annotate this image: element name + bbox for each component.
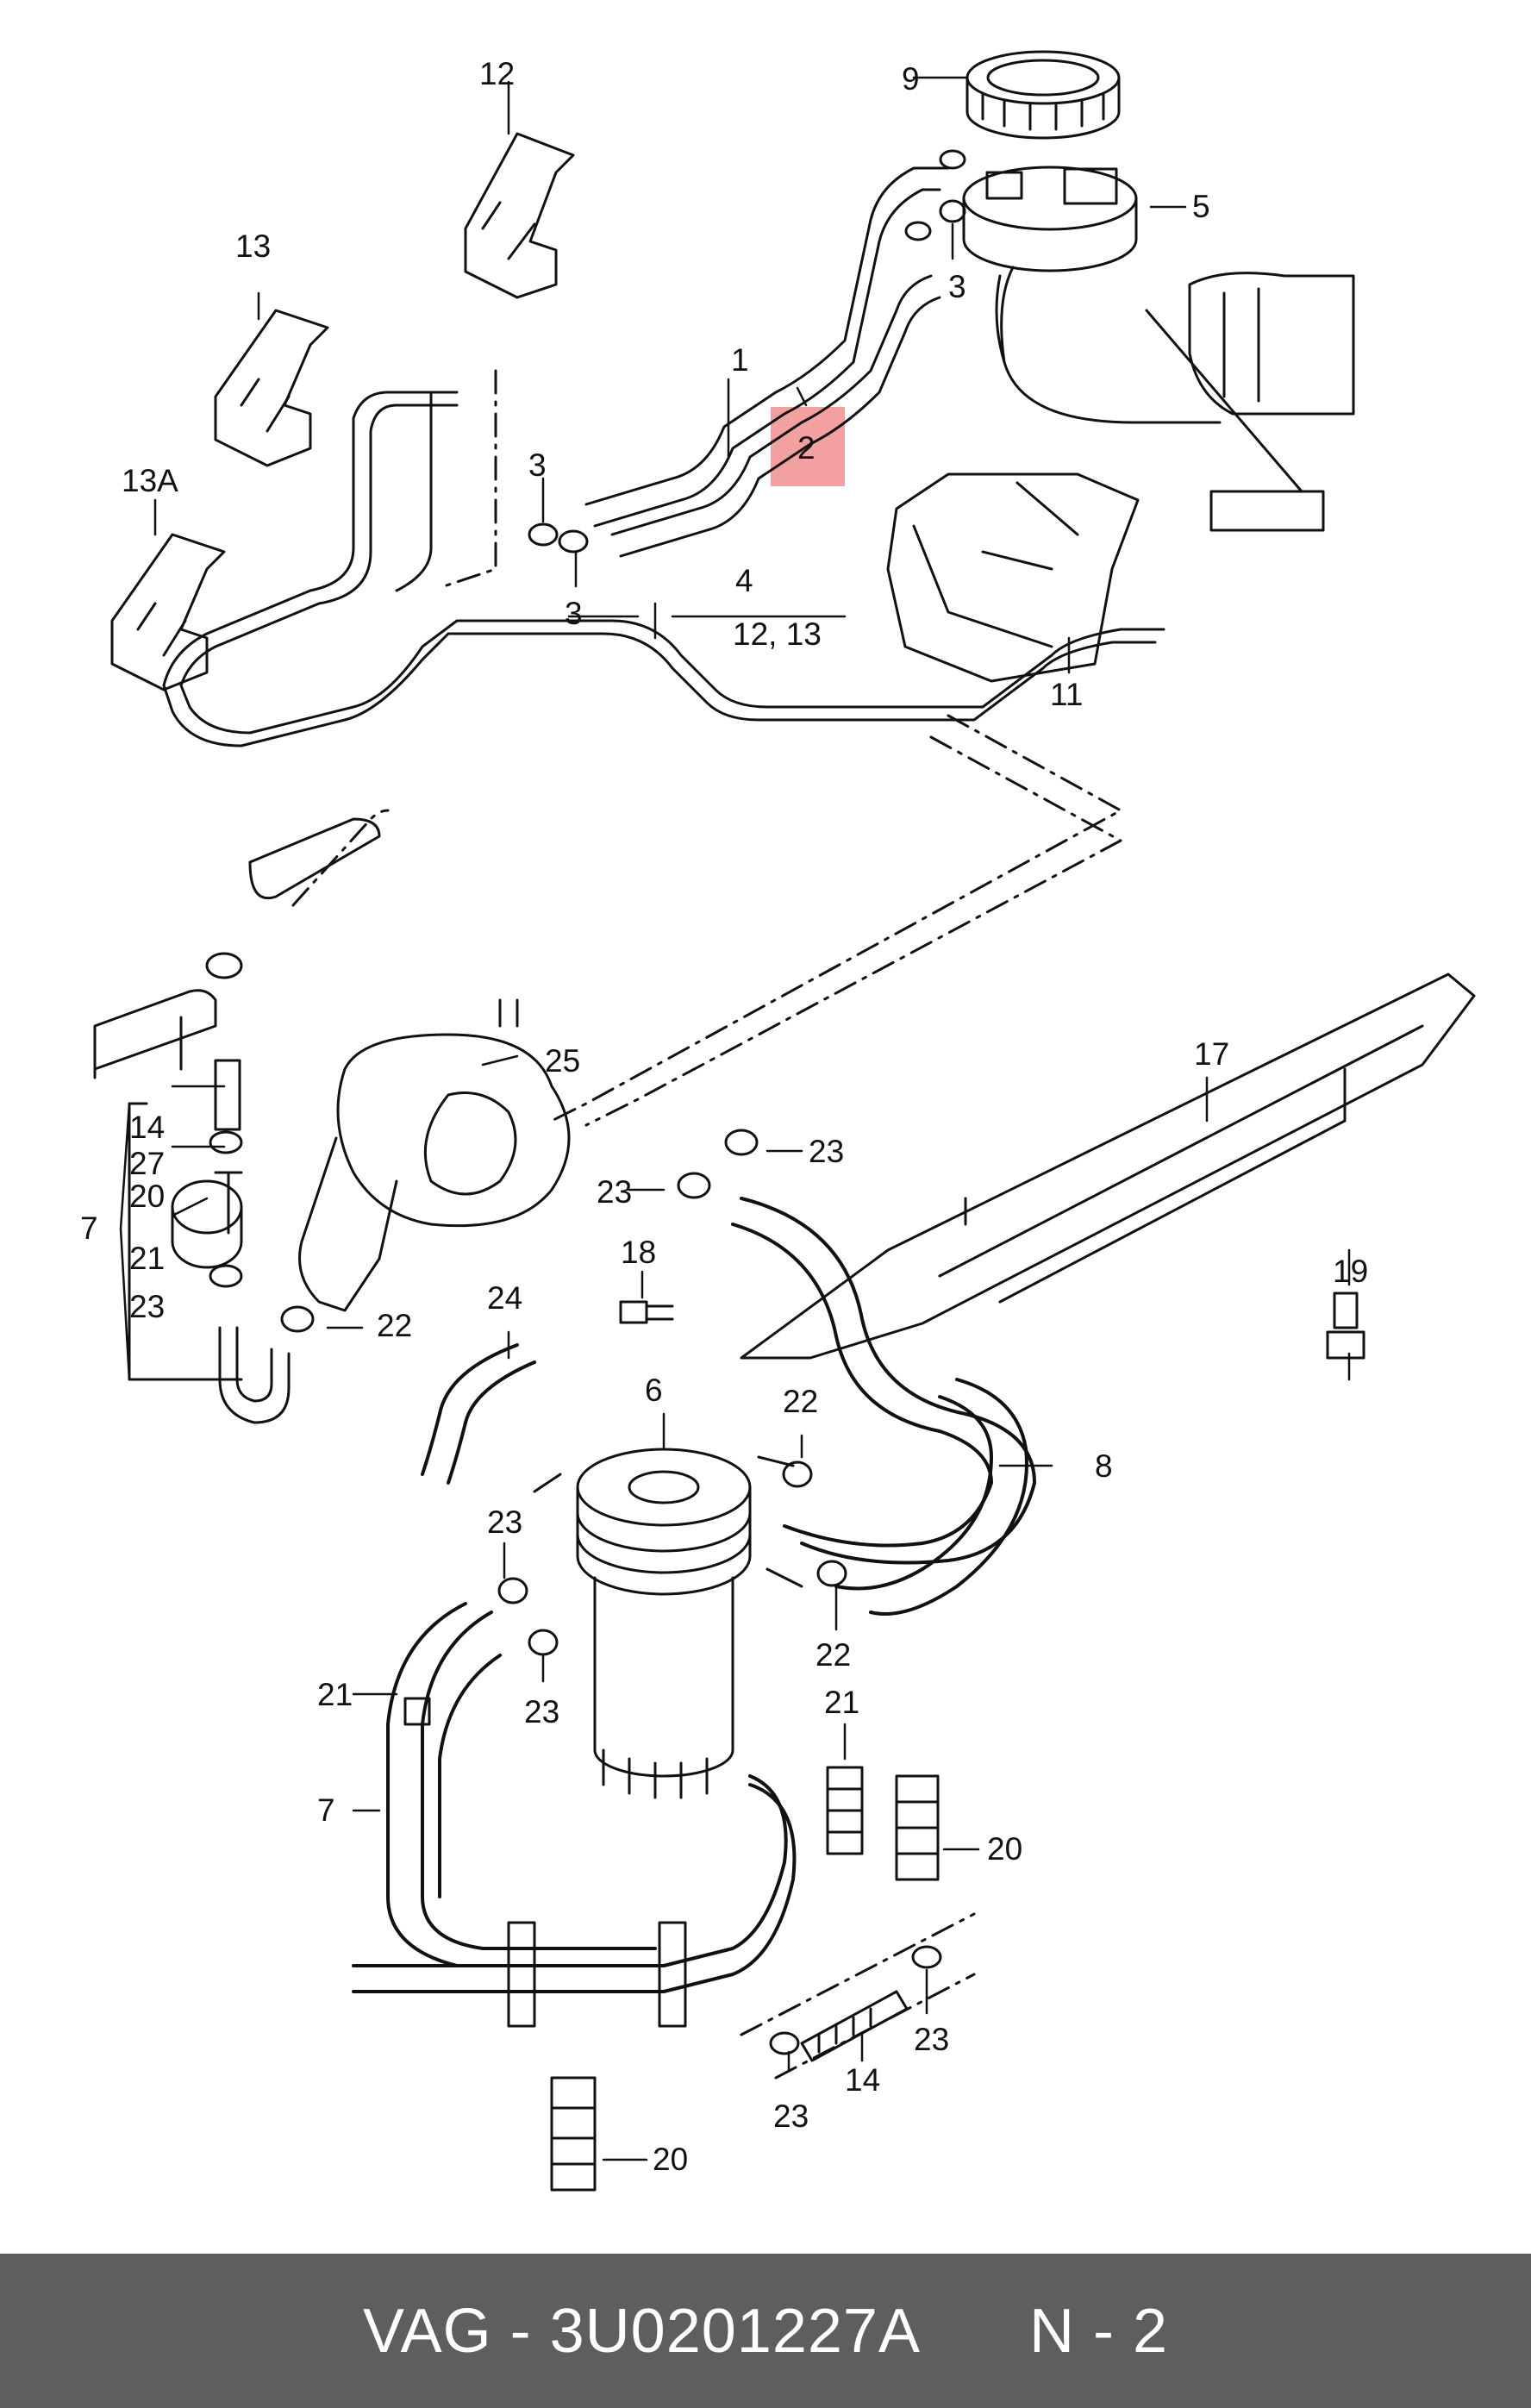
left-assembly-7	[93, 809, 390, 1424]
callout-19: 19	[1333, 1254, 1368, 1289]
clamp-3c	[939, 199, 966, 223]
callout-23a: 23	[809, 1134, 844, 1169]
callout-24: 24	[487, 1280, 522, 1316]
callout-27: 27	[129, 1146, 165, 1181]
part-number-footer: VAG - 3U0201227A N - 2	[0, 2254, 1531, 2408]
fuel-pump-25	[298, 998, 571, 1312]
callout-4: 4	[735, 563, 753, 598]
callout-23d: 23	[487, 1504, 522, 1540]
connector-14	[740, 1912, 976, 2080]
callout-7a: 7	[80, 1210, 98, 1246]
callout-3c: 3	[948, 269, 966, 304]
clamp-3a	[528, 522, 559, 547]
bracket-11	[886, 472, 1140, 683]
callout-13a: 13A	[122, 463, 178, 498]
callout-23g: 23	[773, 2098, 809, 2134]
callout-20c: 20	[653, 2142, 688, 2177]
bolt-19	[1326, 1292, 1365, 1360]
diagram-canvas: 1 2 3 3 3 4 12, 13 5 6 7 7 8 9 11 12 13 …	[80, 50, 1476, 2192]
footer-spacer	[921, 2296, 1029, 2367]
fuel-filter-6	[533, 1448, 803, 1799]
callout-1: 1	[731, 342, 749, 378]
callout-14b: 14	[845, 2062, 880, 2098]
callout-25: 25	[545, 1043, 580, 1079]
callout-20b: 20	[987, 1831, 1022, 1867]
callout-7b: 7	[317, 1792, 335, 1828]
parts-diagram: 1 2 3 3 3 4 12, 13 5 6 7 7 8 9 11 12 13 …	[80, 50, 1476, 2192]
hose-clamps	[280, 1129, 847, 1656]
callout-18: 18	[621, 1235, 656, 1270]
callout-21c: 21	[824, 1685, 859, 1720]
callout-11: 11	[1050, 677, 1083, 712]
part-number-label: VAG - 3U0201227A	[362, 2296, 921, 2366]
hoses	[352, 1197, 1036, 2028]
callout-23c: 23	[129, 1289, 165, 1324]
callout-3a: 3	[528, 447, 547, 483]
callout-23e: 23	[524, 1694, 559, 1729]
callout-14a: 14	[129, 1110, 165, 1145]
callout-23b: 23	[597, 1174, 632, 1210]
callout-22c: 22	[815, 1637, 851, 1673]
fuel-pump-flange	[962, 50, 1355, 532]
callout-3b: 3	[565, 596, 583, 631]
callout-23f: 23	[914, 2022, 949, 2057]
callout-6: 6	[645, 1373, 663, 1408]
callout-labels: 1 2 3 3 3 4 12, 13 5 6 7 7 8 9 11 12 13 …	[80, 56, 1368, 2177]
callout-22a: 22	[377, 1308, 412, 1343]
callout-20a: 20	[129, 1179, 165, 1214]
callout-17: 17	[1194, 1036, 1229, 1072]
callout-8: 8	[1095, 1448, 1113, 1484]
crossmember-17	[740, 973, 1476, 1360]
callout-22b: 22	[783, 1384, 818, 1419]
page-label: N - 2	[1029, 2296, 1169, 2366]
callout-21a: 21	[129, 1241, 165, 1276]
callout-5: 5	[1192, 189, 1210, 224]
callout-12: 12	[479, 56, 515, 91]
callout-13: 13	[235, 228, 271, 264]
callout-9: 9	[902, 61, 920, 97]
callout-4-sub: 12, 13	[733, 616, 822, 652]
callout-21b: 21	[317, 1677, 353, 1712]
clips-12-13	[110, 132, 575, 691]
fuel-lines-top	[584, 149, 966, 558]
clips-20-21	[550, 1766, 940, 2192]
bolt-18	[619, 1300, 674, 1324]
clamp-3b	[558, 529, 589, 554]
leader-lines	[119, 76, 1351, 2161]
callout-2: 2	[797, 430, 815, 466]
fuel-pipe-assembly	[162, 369, 1165, 1127]
